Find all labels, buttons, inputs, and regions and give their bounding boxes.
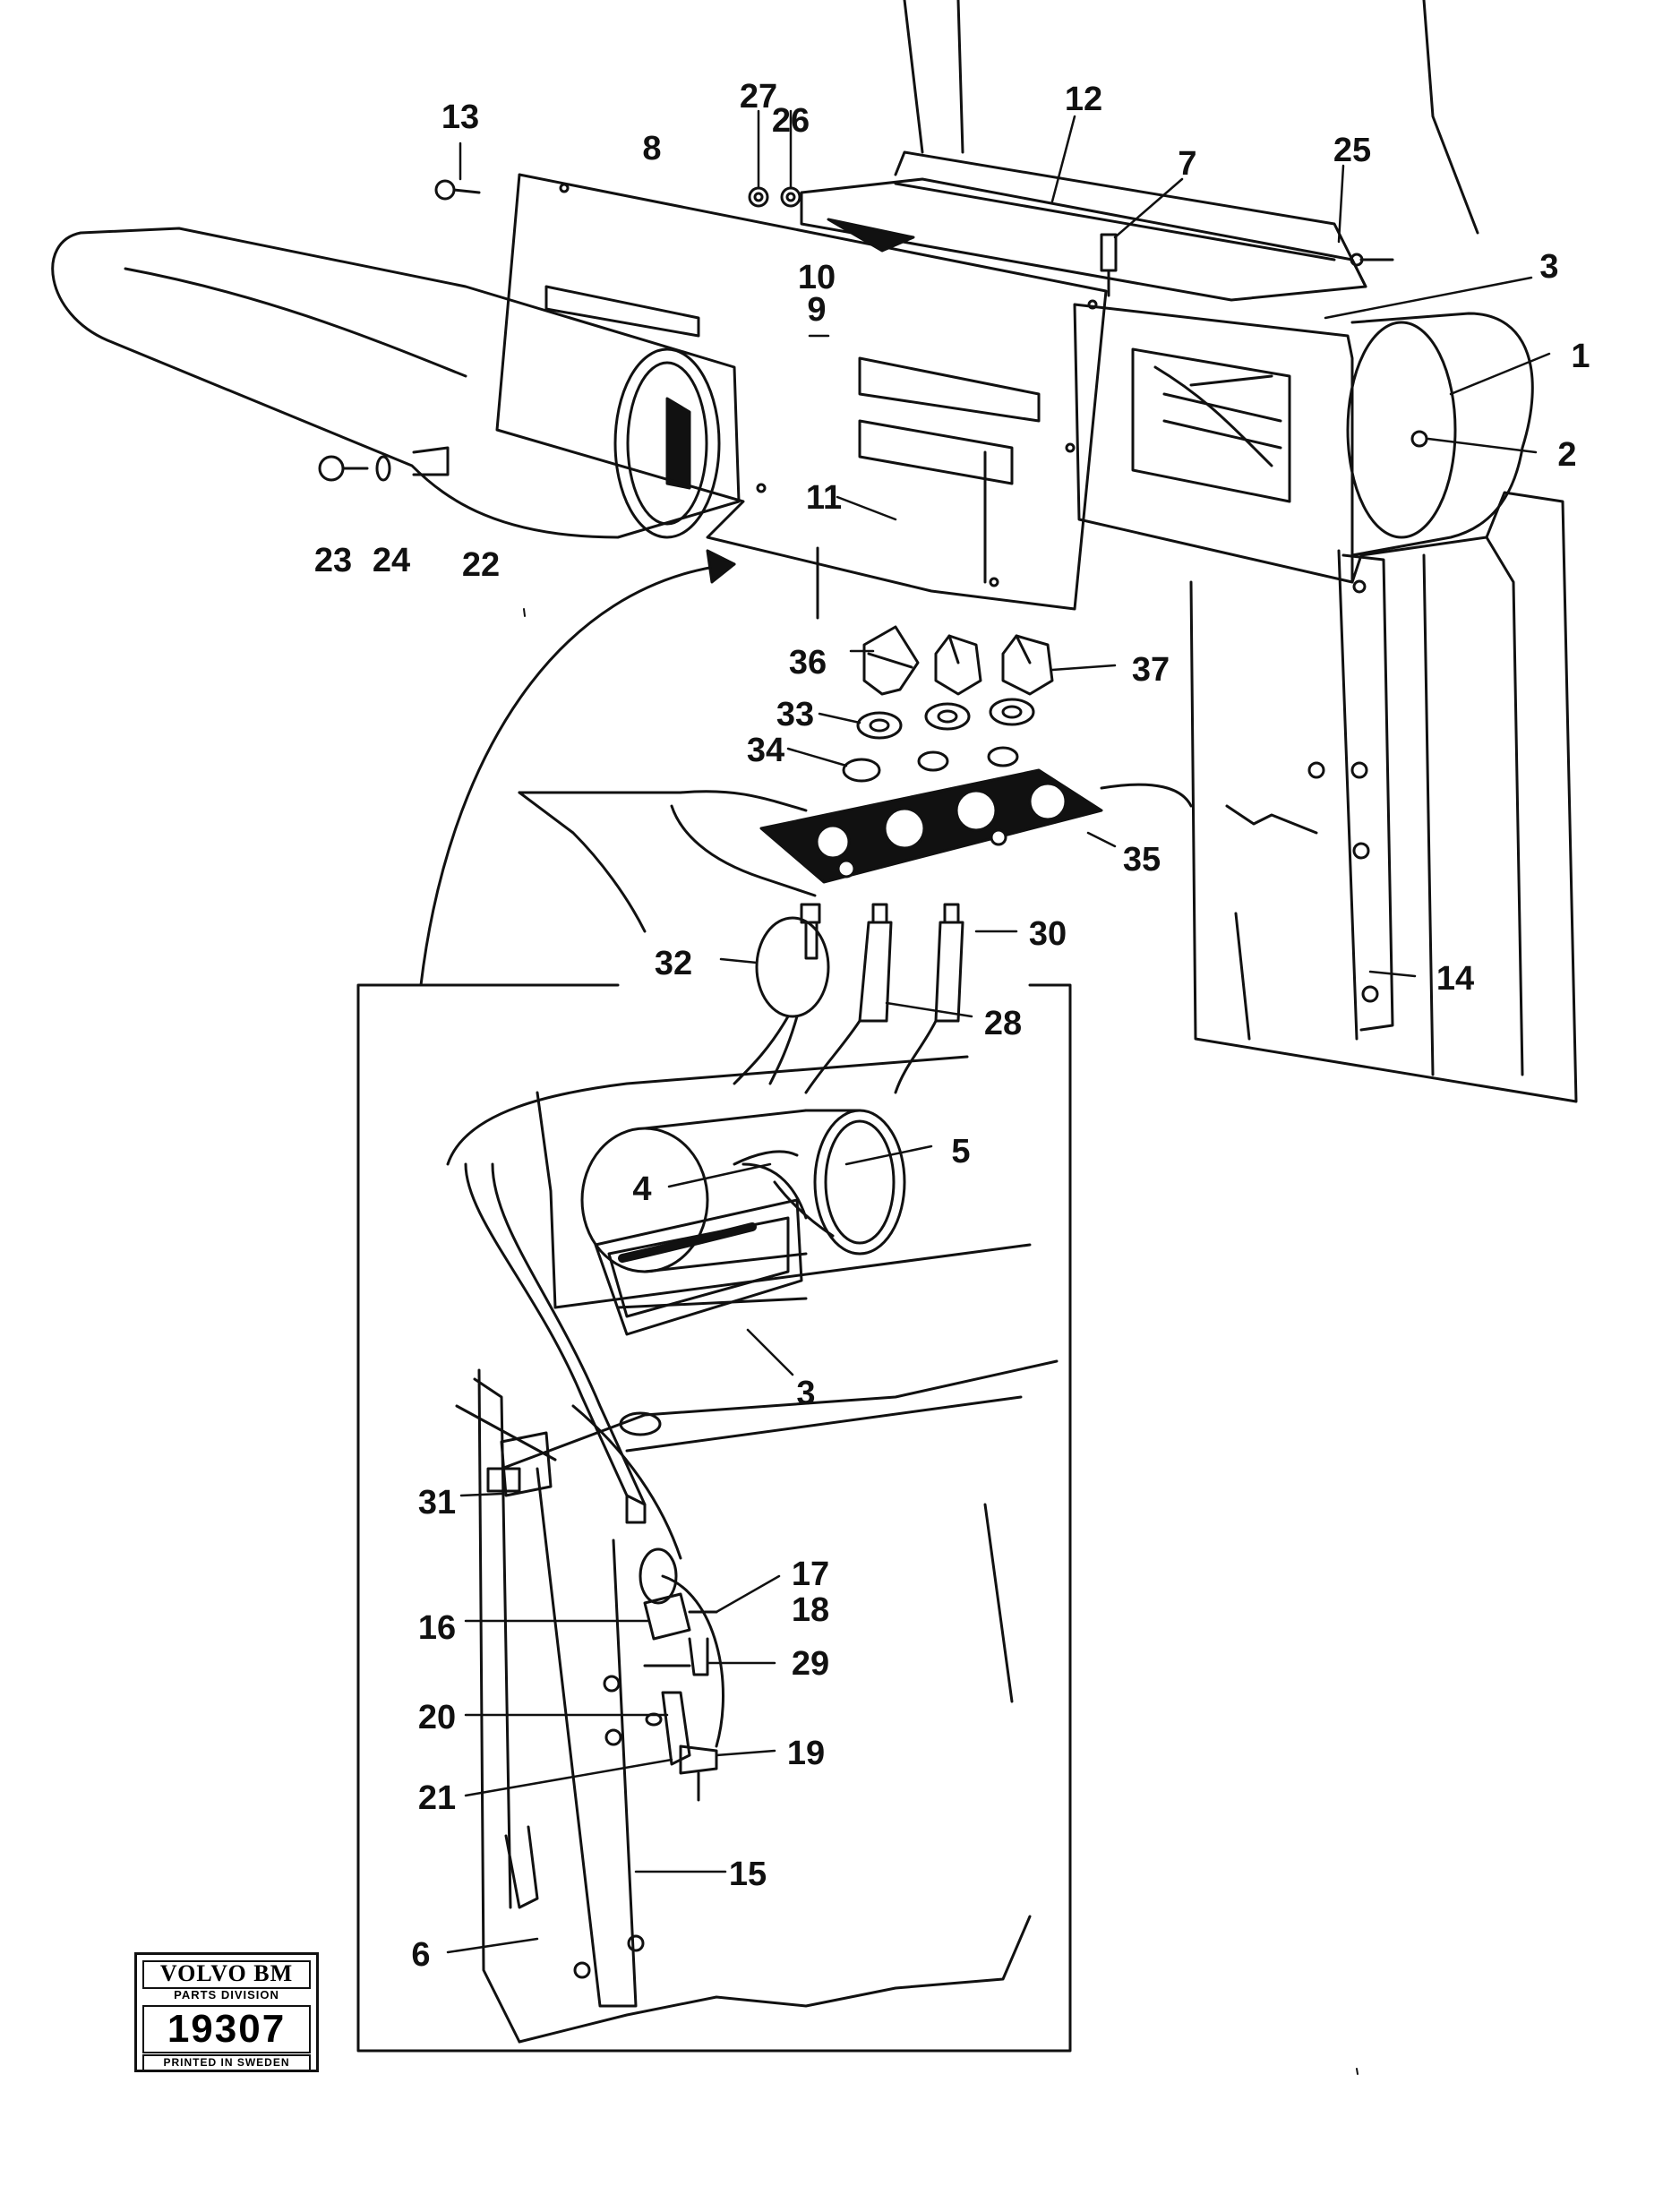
callout-37: 37 [1132, 651, 1170, 689]
callout-1: 1 [1571, 338, 1590, 375]
air-duct [51, 227, 741, 539]
callout-21: 21 [418, 1779, 456, 1817]
micro-switch [625, 1494, 718, 1676]
control-knobs [862, 625, 1054, 696]
callout-16: 16 [418, 1609, 456, 1647]
bolt-and-washer [318, 455, 391, 482]
callout-25: 25 [1333, 132, 1371, 169]
callout-2: 2 [1557, 436, 1576, 474]
callout-17: 17 [792, 1556, 829, 1593]
detail-frame [356, 983, 1072, 2053]
callout-13: 13 [441, 99, 479, 136]
callout-33: 33 [776, 696, 814, 733]
callout-30: 30 [1029, 915, 1067, 953]
fan-switch [733, 903, 830, 1085]
front-panel [495, 173, 1108, 611]
relay-31 [455, 1404, 557, 1497]
callout-3: 3 [1539, 248, 1558, 286]
knob-washers [842, 746, 1019, 783]
callout-22: 22 [462, 546, 500, 584]
callout-9: 9 [807, 291, 826, 329]
callout-3b: 3 [796, 1375, 815, 1412]
callout-34: 34 [747, 732, 784, 769]
callout-36: 36 [789, 644, 827, 681]
callout-23: 23 [314, 542, 352, 579]
callout-6: 6 [411, 1936, 430, 1974]
dashboard-outline [518, 783, 1193, 933]
damper-pin-7 [1100, 233, 1118, 297]
callout-7: 7 [1178, 145, 1196, 183]
callout-11: 11 [806, 479, 842, 517]
callout-18: 18 [792, 1591, 829, 1629]
stamp-number: 19307 [142, 2005, 311, 2053]
side-frame [1189, 491, 1578, 1103]
callout-10: 10 [798, 259, 836, 296]
callout-31: 31 [418, 1484, 456, 1522]
knob-nuts [856, 698, 1035, 740]
stamp-brand: VOLVO BM [142, 1960, 311, 1989]
callout-5: 5 [951, 1133, 970, 1170]
callout-35: 35 [1123, 841, 1161, 879]
detail-arrow [419, 546, 819, 987]
callout-labels: 13 27 26 12 8 7 25 3 1 2 10 9 11 23 24 2… [314, 78, 1590, 1974]
callout-4: 4 [632, 1170, 651, 1208]
volvo-bm-stamp: VOLVO BM PARTS DIVISION 19307 PRINTED IN… [134, 1952, 319, 2072]
callout-24: 24 [373, 542, 410, 579]
callout-20: 20 [418, 1699, 456, 1736]
detail-heater-assembly [446, 1055, 1059, 1560]
side-panel-15 [473, 1368, 1032, 2044]
callout-27: 27 [740, 78, 777, 116]
callout-32: 32 [655, 945, 692, 982]
nuts-26-27 [748, 186, 801, 208]
top-rail [800, 150, 1394, 302]
callout-29: 29 [792, 1645, 829, 1683]
fan-casing [1346, 312, 1534, 557]
scatter-marks [523, 608, 1359, 2075]
fan-housing-upper [1073, 303, 1354, 584]
callout-19: 19 [787, 1735, 825, 1772]
callout-28: 28 [984, 1005, 1022, 1042]
callout-8: 8 [642, 130, 661, 167]
lever-linkage [643, 1664, 718, 1802]
callout-14: 14 [1436, 960, 1474, 998]
stamp-division: PARTS DIVISION [174, 1988, 279, 2002]
cab-frame-lines [903, 0, 1479, 235]
control-plate [759, 768, 1103, 884]
callout-15: 15 [729, 1856, 767, 1893]
callout-12: 12 [1065, 81, 1102, 118]
control-cables [804, 903, 964, 1094]
screw-13 [434, 179, 481, 201]
stamp-printed: PRINTED IN SWEDEN [142, 2054, 311, 2072]
callout-26: 26 [772, 102, 810, 140]
leader-lines [446, 109, 1551, 1954]
